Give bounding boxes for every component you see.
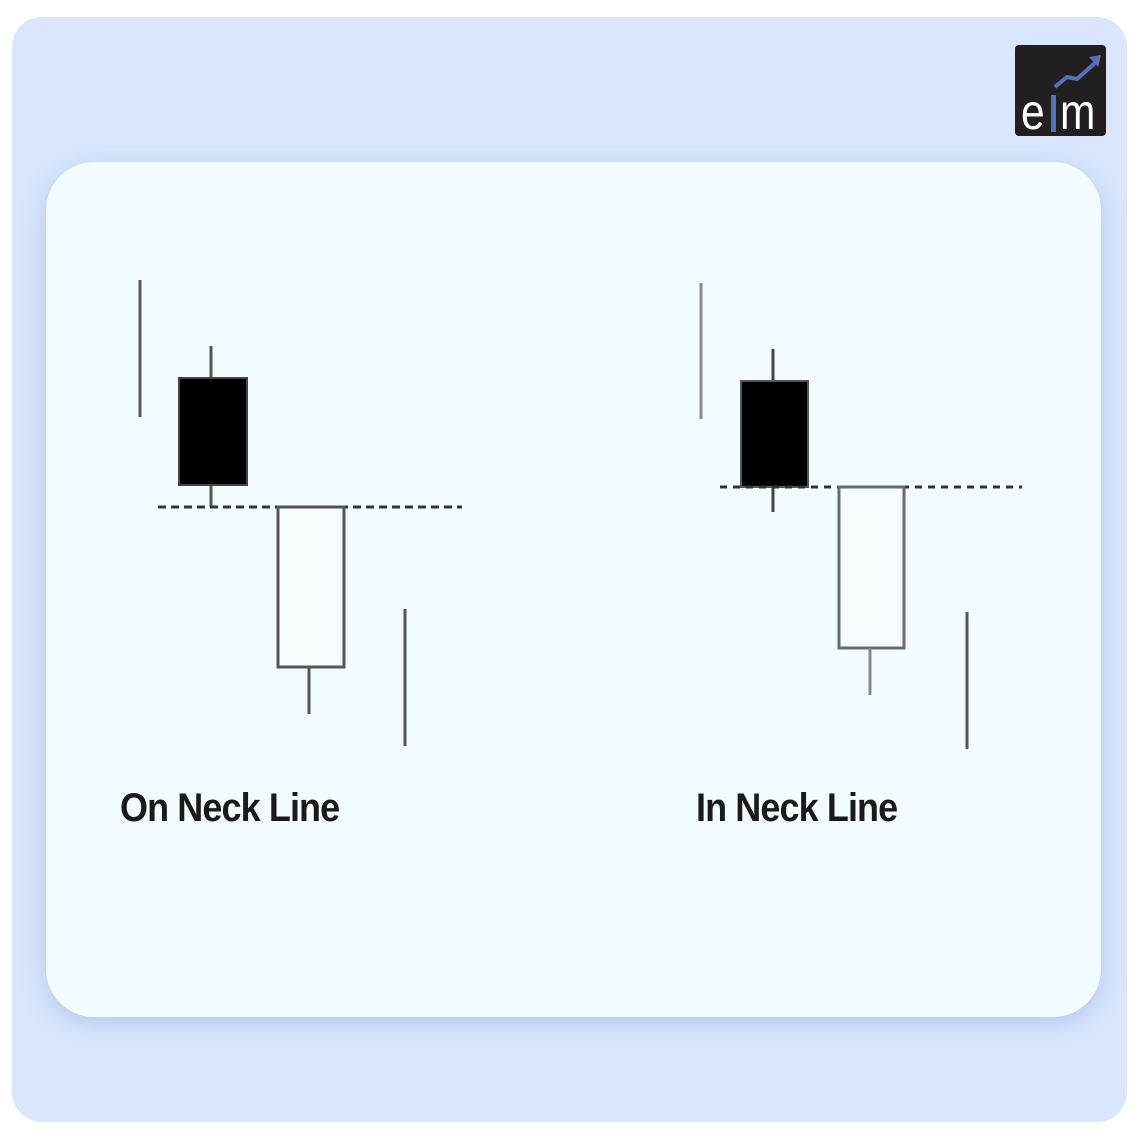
pattern-label-on-neck: On Neck Line [120,786,340,830]
bearish-candle-body [178,377,248,486]
logo-letter-e: e [1021,84,1045,136]
logo-letter-m: m [1060,84,1096,136]
elm-logo: e m [1015,45,1106,136]
bearish-candle-body [740,380,809,488]
diagram-card [46,162,1101,1017]
in-neck-line-pattern [699,283,1022,749]
bullish-candle-body [276,505,346,669]
trend-arrow-up-icon [1053,55,1101,89]
bullish-candle-body [837,485,906,650]
on-neck-line-pattern [138,280,462,746]
logo-bar [1051,95,1056,132]
pattern-label-in-neck: In Neck Line [696,786,898,830]
